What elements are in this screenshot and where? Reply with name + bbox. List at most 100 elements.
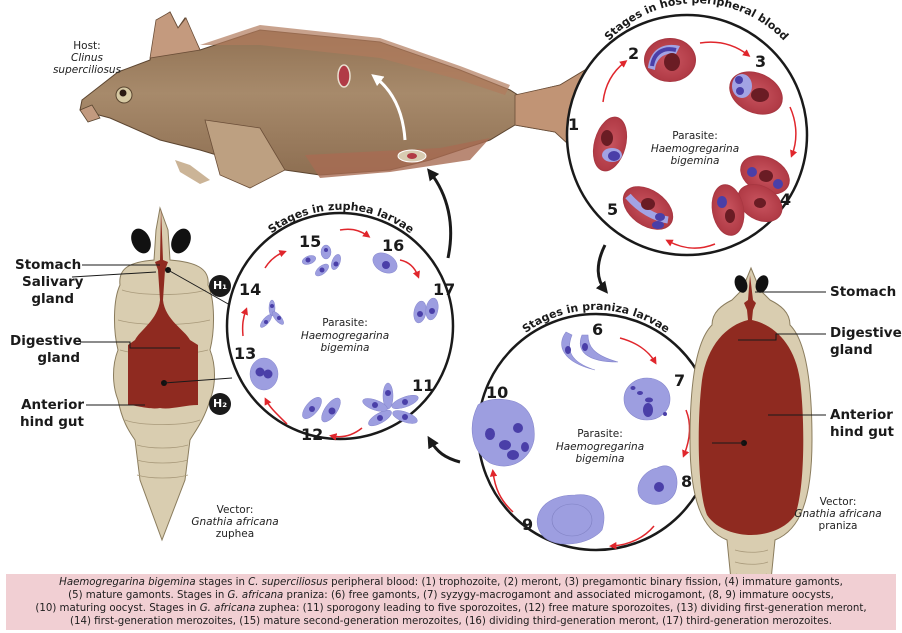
host-label: Host: Clinus superciliosus — [42, 40, 132, 76]
blood-parasite-label: Parasite: Haemogregarina bigemina — [635, 130, 755, 168]
zuphea-stomach-label: Stomach — [15, 257, 82, 273]
stage-number-10: 10 — [486, 383, 509, 402]
caption-text: stages in — [195, 577, 249, 588]
stage-number-15: 15 — [299, 232, 322, 251]
infected-rbc-on-fish — [337, 64, 351, 88]
caption-line-2: (5) mature gamonts. Stages in G. african… — [6, 589, 896, 602]
stage-1-trophozoite — [592, 116, 628, 172]
zuphea-vector-species: Gnathia africana — [191, 516, 279, 528]
stage-3-binary-fission — [729, 71, 783, 115]
white-arrow — [371, 74, 407, 141]
caption-line-3: (10) maturing oocyst. Stages in G. afric… — [6, 602, 896, 615]
praniza-leader-lines — [712, 291, 826, 444]
caption-text: praniza: (6) free gamonts, (7) syzygy-ma… — [283, 590, 834, 601]
zuphea-eye-left — [131, 228, 151, 254]
blood-parasite-title: Parasite: — [672, 130, 718, 142]
zuphea-parasite-genus: Haemogregarina — [300, 329, 390, 342]
stage-9-immature-oocyst — [536, 494, 605, 545]
blood-stages-circle: Stages in host peripheral blood — [565, 0, 809, 257]
praniza-parasite-label: Parasite: Haemogregarina bigemina — [540, 428, 660, 466]
zuphea-parasite-title: Parasite: — [322, 317, 368, 329]
stage-2-meront — [644, 38, 696, 82]
zuphea-vector-label: Vector: Gnathia africana zuphea — [185, 504, 285, 540]
praniza-gut — [698, 275, 804, 535]
caption-genus: Haemogregarina bigemina — [59, 577, 196, 588]
zuphea-parasite-species: bigemina — [320, 342, 370, 354]
praniza-vector-title: Vector: — [819, 496, 857, 508]
praniza-parasite-title: Parasite: — [577, 428, 623, 440]
praniza-parasite-species: bigemina — [575, 453, 625, 465]
praniza-hindgut-line2: hind gut — [830, 424, 894, 440]
zuphea-digestive-label: Digestive gland — [10, 333, 82, 367]
stage-number-16: 16 — [382, 236, 405, 255]
stage-5-mature-gamonts — [622, 186, 674, 230]
stage-number-6: 6 — [592, 320, 604, 339]
stage-number-12: 12 — [301, 425, 324, 444]
stage-number-1: 1 — [568, 115, 580, 134]
caption-text: (5) mature gamonts. Stages in — [68, 590, 228, 601]
zuphea-vector-isopod — [113, 206, 215, 542]
praniza-hindgut-line1: Anterior — [830, 407, 893, 423]
praniza-digestive-line1: Digestive — [830, 325, 902, 341]
caption-vector: G. africana — [199, 603, 256, 614]
praniza-parasite-genus: Haemogregarina — [555, 440, 645, 453]
stage-number-7: 7 — [674, 371, 686, 390]
zuphea-hindgut-line2: hind gut — [20, 414, 84, 430]
praniza-stomach-label: Stomach — [830, 284, 897, 300]
zuphea-vector-stage: zuphea — [215, 528, 255, 540]
arrow-host-to-praniza — [595, 244, 608, 294]
caption-text: peripheral blood: (1) trophozoite, (2) m… — [327, 577, 843, 588]
zuphea-parasite-label: Parasite: Haemogregarina bigemina — [285, 317, 405, 355]
praniza-eye-right — [755, 275, 769, 293]
arrow-zuphea-to-host — [427, 168, 453, 259]
zuphea-digestive-line2: gland — [37, 350, 80, 366]
stage-number-4: 4 — [780, 190, 792, 209]
praniza-vector-isopod — [689, 266, 813, 627]
stage-10-maturing-oocyst — [471, 398, 535, 467]
caption-vector: G. africana — [227, 590, 284, 601]
host-h1-badge: H₁ — [209, 275, 231, 297]
stage-number-9: 9 — [522, 515, 534, 534]
host-label-title: Host: — [73, 40, 101, 52]
host-species-line1: Clinus — [71, 52, 103, 64]
zuphea-eye-right — [171, 228, 191, 254]
praniza-vector-stage: praniza — [818, 520, 858, 532]
caption-host: C. superciliosus — [248, 577, 328, 588]
caption-text: zuphea: (11) sporogony leading to five s… — [255, 603, 867, 614]
host-fish — [79, 11, 591, 189]
zuphea-hindgut-line1: Anterior — [21, 397, 84, 413]
caption-line-1: Haemogregarina bigemina stages in C. sup… — [6, 576, 896, 589]
praniza-vector-label: Vector: Gnathia africana praniza — [788, 496, 888, 532]
zuphea-salivary-line2: gland — [31, 291, 74, 307]
zuphea-vector-title: Vector: — [216, 504, 254, 516]
praniza-hindgut-label: Anterior hind gut — [830, 407, 894, 441]
figure-caption: Haemogregarina bigemina stages in C. sup… — [6, 574, 896, 630]
zuphea-leader-lines — [71, 264, 233, 406]
host-h2-badge: H₂ — [209, 393, 231, 415]
stage-number-13: 13 — [234, 344, 257, 363]
zuphea-salivary-label: Salivary gland — [22, 274, 84, 308]
host-species-line2: superciliosus — [52, 64, 122, 76]
zuphea-stages-circle: Stages in zuphea larvae — [225, 200, 455, 441]
zuphea-salivary-line1: Salivary — [22, 274, 84, 290]
praniza-digestive-label: Digestive gland — [830, 325, 902, 359]
praniza-vector-species: Gnathia africana — [794, 508, 882, 520]
stage-number-17: 17 — [433, 280, 456, 299]
zuphea-hindgut-label: Anterior hind gut — [18, 397, 84, 431]
stage-number-11: 11 — [412, 376, 435, 395]
stage-number-8: 8 — [681, 472, 693, 491]
praniza-digestive-line2: gland — [830, 342, 873, 358]
blood-parasite-species: bigemina — [670, 155, 720, 167]
zuphea-gut — [128, 208, 198, 409]
praniza-eye-left — [734, 275, 748, 293]
caption-text: (10) maturing oocyst. Stages in — [35, 603, 200, 614]
arrow-praniza-to-zuphea — [427, 435, 461, 464]
stage-number-2: 2 — [628, 44, 640, 63]
blood-parasite-genus: Haemogregarina — [650, 142, 740, 155]
zuphea-digestive-line1: Digestive — [10, 333, 82, 349]
stage-number-5: 5 — [607, 200, 619, 219]
stage-number-3: 3 — [755, 52, 767, 71]
stage-4-immature-gamonts — [711, 155, 790, 236]
stage-number-14: 14 — [239, 280, 262, 299]
